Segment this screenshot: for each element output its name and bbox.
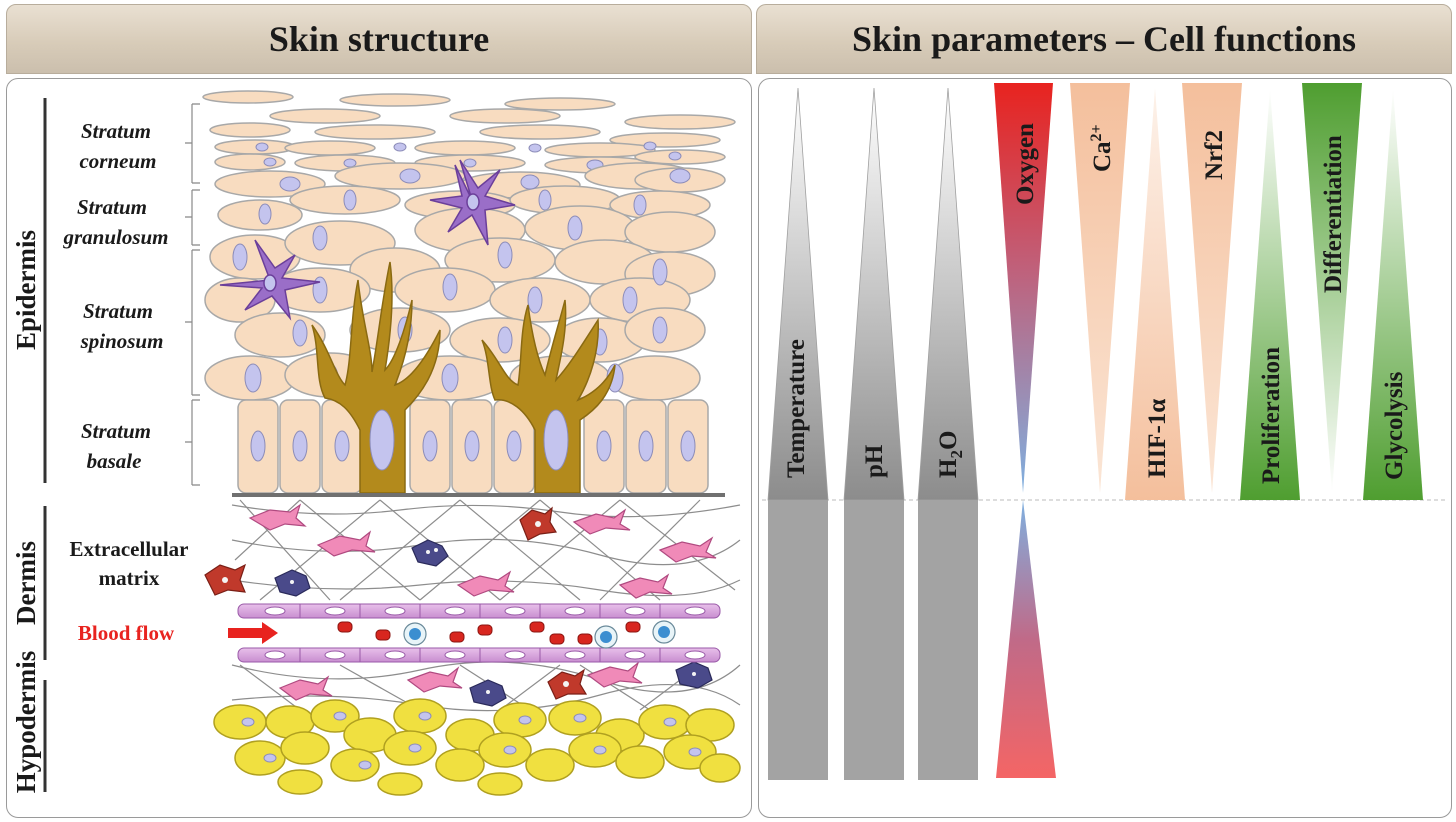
glycolysis-gradient	[1363, 88, 1423, 500]
stratum-basale-nuclei	[250, 430, 696, 462]
skin-parameters-title: Skin parameters – Cell functions	[852, 19, 1356, 59]
stratum-corneum-nuclei	[255, 141, 682, 171]
stratum-spinosum-label-2: spinosum	[80, 329, 164, 353]
proliferation-gradient	[1240, 88, 1300, 500]
stratum-granulosum-nuclei	[258, 168, 691, 225]
water-label: H2O	[935, 431, 966, 478]
hif-label: HIF-1α	[1144, 399, 1171, 478]
white-blood-cells	[403, 620, 676, 649]
red-blood-cells	[337, 621, 641, 645]
hif-gradient	[1125, 88, 1185, 500]
stratum-spinosum-label-1: Stratum	[83, 299, 153, 323]
ph-label: pH	[861, 444, 888, 478]
nrf2-label: Nrf2	[1201, 130, 1228, 180]
differentiation-gradient	[1302, 83, 1362, 493]
proliferation-label: Proliferation	[1258, 347, 1285, 484]
langerhans-cell-1	[219, 239, 321, 321]
blood-flow-label: Blood flow	[78, 621, 175, 645]
water-gradient	[917, 87, 979, 780]
calcium-label: Ca2+	[1088, 124, 1116, 172]
extracellular-matrix-label-1: Extracellular	[70, 537, 189, 561]
skin-parameters-header: Skin parameters – Cell functions	[756, 4, 1452, 74]
adipocytes	[213, 698, 741, 796]
oxygen-label: Oxygen	[1012, 123, 1039, 205]
temperature-label: Temperature	[783, 339, 810, 478]
hypodermis-label: Hypodermis	[11, 651, 41, 794]
langerhans-cell-2	[429, 159, 516, 246]
calcium-gradient	[1070, 83, 1130, 493]
temperature-gradient	[767, 87, 829, 780]
ph-gradient	[843, 87, 905, 780]
stratum-granulosum-label-1: Stratum	[77, 195, 147, 219]
layer-brackets	[185, 103, 200, 486]
skin-structure-title: Skin structure	[268, 19, 490, 59]
epidermis-label: Epidermis	[11, 230, 41, 350]
fibroblasts	[248, 503, 717, 701]
blood-flow-arrow	[228, 622, 278, 644]
stratum-granulosum-label-2: granulosum	[62, 225, 168, 249]
adipocyte-nuclei	[241, 711, 702, 770]
stratum-corneum-label-2: corneum	[79, 149, 156, 173]
melanocyte-2	[481, 299, 616, 494]
skin-structure-header: Skin structure	[6, 4, 752, 74]
stratum-basale-label-2: basale	[87, 449, 142, 473]
stratum-corneum-label-1: Stratum	[81, 119, 151, 143]
immune-cell-nuclei	[222, 521, 696, 694]
glycolysis-label: Glycolysis	[1381, 371, 1408, 480]
blood-vessel	[237, 603, 721, 663]
extracellular-matrix-label-2: matrix	[99, 566, 160, 590]
differentiation-label: Differentiation	[1320, 135, 1347, 293]
dermis-label: Dermis	[11, 541, 41, 625]
nrf2-gradient	[1182, 83, 1242, 493]
melanocyte-1	[311, 261, 441, 494]
oxygen-gradient	[994, 83, 1056, 778]
stratum-basale-label-1: Stratum	[81, 419, 151, 443]
